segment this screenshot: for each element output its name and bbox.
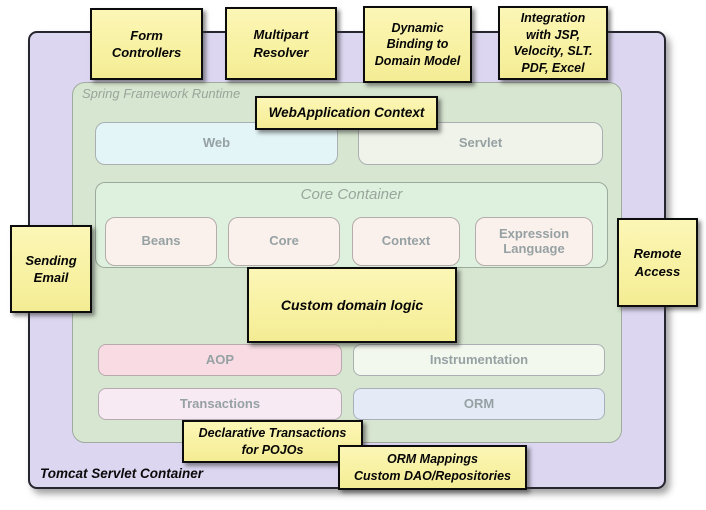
module-web: Web	[95, 122, 338, 165]
note-orm-mappings: ORM Mappings Custom DAO/Repositories	[338, 445, 527, 490]
note-sending-email: Sending Email	[10, 225, 92, 313]
note-dynamic-binding: Dynamic Binding to Domain Model	[363, 6, 472, 83]
spring-framework-runtime-label: Spring Framework Runtime	[82, 86, 241, 101]
module-expression-language: Expression Language	[475, 217, 593, 266]
module-orm: ORM	[353, 388, 605, 420]
core-container-title: Core Container	[300, 186, 403, 203]
module-transactions: Transactions	[98, 388, 342, 420]
tomcat-servlet-container-label: Tomcat Servlet Container	[40, 466, 204, 481]
note-webapplication-context: WebApplication Context	[255, 96, 438, 130]
note-remote-access: Remote Access	[617, 218, 698, 307]
note-declarative-transactions: Declarative Transactions for POJOs	[182, 420, 363, 463]
note-multipart-resolver: Multipart Resolver	[225, 7, 337, 80]
module-instrumentation: Instrumentation	[353, 344, 605, 376]
module-context: Context	[352, 217, 460, 266]
module-aop: AOP	[98, 344, 342, 376]
note-custom-domain-logic: Custom domain logic	[247, 267, 457, 343]
module-core: Core	[228, 217, 340, 266]
module-beans: Beans	[105, 217, 217, 266]
note-integration-views: Integration with JSP, Velocity, SLT. PDF…	[498, 6, 608, 80]
note-form-controllers: Form Controllers	[90, 8, 203, 80]
